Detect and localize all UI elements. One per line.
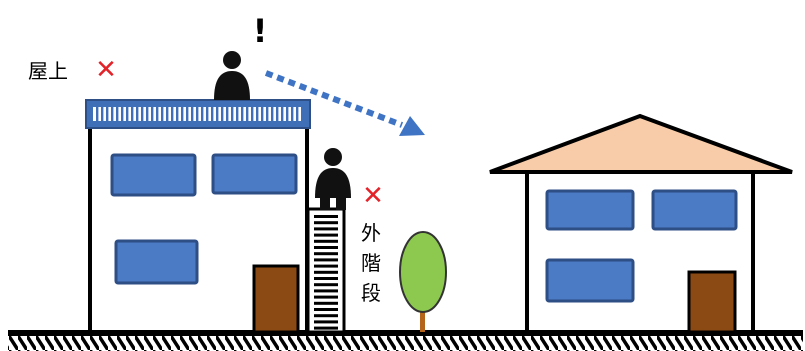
railing-bar (281, 107, 284, 121)
railing-bar (296, 107, 299, 121)
railing-bar (261, 107, 264, 121)
stair-step (314, 264, 338, 268)
railing-bar (146, 107, 149, 121)
railing-bar (101, 107, 104, 121)
external-stairs-label-3: 段 (361, 281, 381, 305)
tree (399, 231, 447, 332)
window (545, 189, 635, 231)
fall-direction-arrow (264, 70, 425, 136)
stair-step (314, 270, 338, 274)
railing-bar (96, 107, 99, 121)
railing-bar (271, 107, 274, 121)
stair-step (314, 326, 338, 330)
railing-bar (291, 107, 294, 121)
railing-bar (116, 107, 119, 121)
stair-step (314, 221, 338, 225)
railing-bar (106, 107, 109, 121)
railing-bar (141, 107, 144, 121)
stair-step (314, 308, 338, 311)
railing-bar (216, 107, 219, 121)
rooftop-railing (85, 99, 311, 129)
railing-bar (121, 107, 124, 121)
house-right (489, 113, 793, 334)
stairs-prohibited-mark: ✕ (362, 181, 384, 211)
stair-step (314, 283, 338, 287)
stair-step (314, 258, 338, 262)
ground (8, 330, 803, 351)
railing-bar (186, 107, 189, 121)
railing-bar (181, 107, 184, 121)
railing-bar (201, 107, 204, 121)
window (545, 258, 635, 303)
railing-bar (251, 107, 254, 121)
window (651, 189, 738, 231)
external-stairs-label-2: 階 (361, 251, 381, 275)
rooftop-label: 屋上 (28, 59, 68, 83)
railing-bar (151, 107, 154, 121)
stair-step (314, 233, 338, 237)
railing-bar (286, 107, 289, 121)
railing-bar (246, 107, 249, 121)
railing-bar (266, 107, 269, 121)
building-left (85, 99, 311, 334)
stair-step (314, 252, 338, 256)
stair-step (314, 301, 338, 305)
stair-step (314, 246, 338, 249)
railing-bar (276, 107, 279, 121)
railing-bar (301, 107, 304, 121)
railing-bar (226, 107, 229, 121)
railing-bar (156, 107, 159, 121)
railing-bar (236, 107, 239, 121)
railing-bar (206, 107, 209, 121)
railing-bar (256, 107, 259, 121)
external-stairs-label-1: 外 (361, 221, 381, 245)
person-on-rooftop (214, 51, 250, 100)
stair-step (314, 239, 338, 243)
person-on-stairs (315, 148, 351, 210)
railing-bar (166, 107, 169, 121)
stair-step (314, 314, 338, 318)
railing-bar (136, 107, 139, 121)
railing-bar (241, 107, 244, 121)
railing-bar (176, 107, 179, 121)
railing-bar (221, 107, 224, 121)
railing-bar (191, 107, 194, 121)
railing-bar (211, 107, 214, 121)
stair-step (314, 227, 338, 231)
railing-bar (231, 107, 234, 121)
stair-step (314, 320, 338, 324)
railing-bar (171, 107, 174, 121)
door (252, 264, 300, 334)
window (110, 153, 197, 197)
railing-bar (161, 107, 164, 121)
door (687, 270, 737, 334)
stair-step (314, 289, 338, 293)
railing-bar (111, 107, 114, 121)
stair-step (314, 277, 338, 280)
exclamation-mark: ! (253, 12, 268, 50)
railing-bar (196, 107, 199, 121)
railing-bar (131, 107, 134, 121)
stair-step (314, 215, 338, 218)
rooftop-prohibited-mark: ✕ (95, 55, 117, 85)
window (211, 153, 298, 195)
railing-bar (126, 107, 129, 121)
external-stairs (306, 207, 346, 334)
window (114, 239, 199, 285)
stair-step (314, 295, 338, 299)
